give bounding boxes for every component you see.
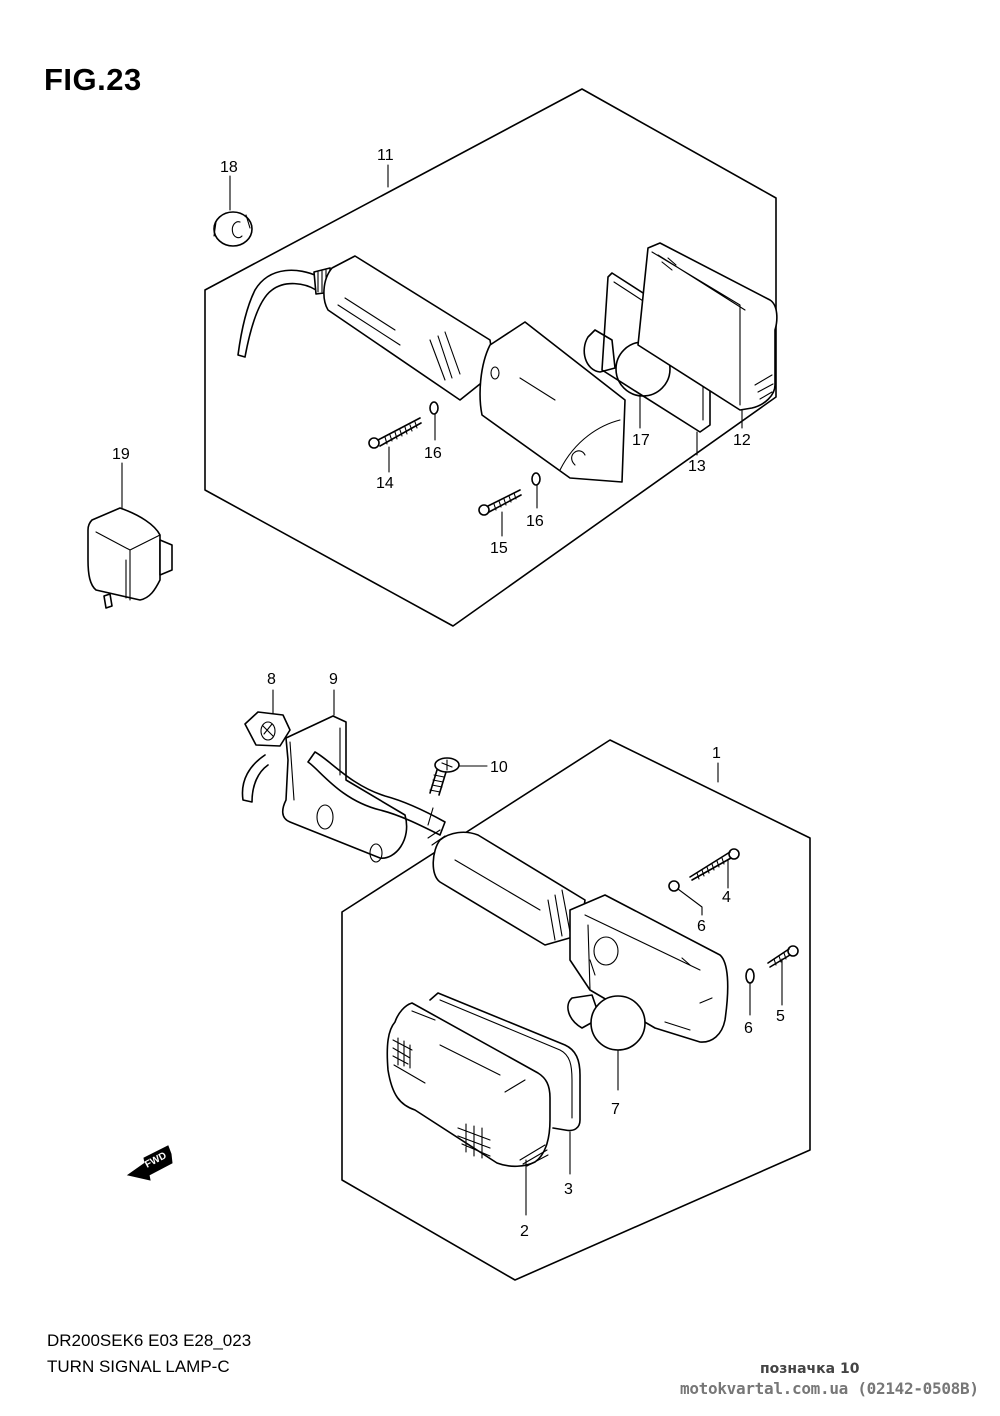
callout-7: 7: [611, 1101, 620, 1118]
part-15-screw: [478, 489, 522, 537]
watermark-site: motokvartal.com.ua (02142-0508B): [680, 1379, 979, 1398]
callout-10: 10: [490, 759, 508, 776]
part-6-washer-a: [668, 880, 703, 916]
callout-15: 15: [490, 540, 508, 557]
part-6-washer-b: [745, 968, 755, 1016]
callout-11: 11: [377, 147, 394, 164]
callout-5: 5: [776, 1008, 785, 1025]
callout-12: 12: [733, 432, 751, 449]
part-19-relay: [87, 462, 173, 609]
part-16-washer-a: [429, 401, 439, 441]
callout-18: 18: [220, 159, 238, 176]
callout-17: 17: [632, 432, 650, 449]
part-2-lens: [386, 1002, 551, 1216]
part-8-nut: [244, 689, 291, 747]
callout-9: 9: [329, 671, 338, 688]
assembly-box-11: [204, 88, 777, 627]
figure-title: FIG.23: [44, 62, 142, 97]
callout-14: 14: [376, 475, 394, 492]
part-3-gasket: [429, 992, 581, 1175]
part-12-lens: [637, 242, 778, 429]
part-10-screw: [427, 757, 488, 826]
callout-19: 19: [112, 446, 130, 463]
callout-1: 1: [712, 745, 721, 762]
part-4-screw: [689, 848, 740, 889]
section-name: TURN SIGNAL LAMP-C: [47, 1357, 230, 1376]
part-1-turn-signal-body: [427, 829, 729, 1043]
callout-3: 3: [564, 1181, 573, 1198]
part-9-bracket: [241, 689, 446, 863]
callout-13: 13: [688, 458, 706, 475]
part-5-screw: [767, 945, 799, 1006]
callout-16a: 16: [424, 445, 442, 462]
fwd-arrow-icon: FWD: [126, 1145, 173, 1181]
part-18-nut: [213, 175, 253, 247]
callout-6b: 6: [744, 1020, 753, 1037]
callout-6a: 6: [697, 918, 706, 935]
callout-2: 2: [520, 1223, 529, 1240]
callout-4: 4: [722, 889, 731, 906]
assembly-box-1: [341, 739, 811, 1281]
part-16-washer-b: [531, 472, 541, 509]
model-code: DR200SEK6 E03 E28_023: [47, 1331, 252, 1350]
callout-16b: 16: [526, 513, 544, 530]
part-11-turn-signal-body: [237, 255, 626, 483]
part-14-screw: [368, 417, 422, 473]
callout-8: 8: [267, 671, 276, 688]
part-7-bulb: [567, 994, 646, 1091]
watermark-label: позначка 10: [760, 1361, 860, 1377]
